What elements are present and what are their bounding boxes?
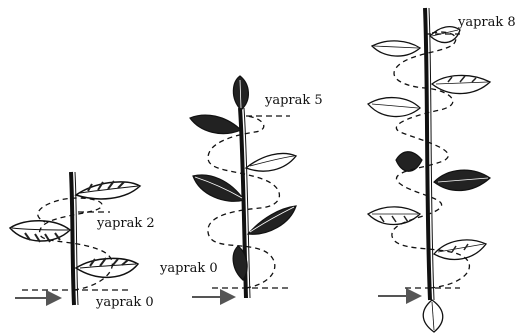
middle-plant-leaf-left-mid: [193, 175, 244, 201]
left-plant-label-bottom: yaprak 0: [95, 295, 154, 310]
middle-plant-leaf-left-upper: [190, 115, 241, 133]
left-plant-leaf-low: [76, 258, 138, 277]
middle-plant-label-bottom: yaprak 0: [159, 261, 218, 276]
middle-plant-label-top: yaprak 5: [264, 93, 323, 108]
right-plant-leaf-8: [434, 240, 486, 260]
right-plant-leaf-2: [372, 41, 420, 56]
middle-plant: yaprak 5 yaprak 0: [159, 76, 323, 298]
left-plant-stem: [71, 172, 74, 305]
right-plant-stem: [425, 8, 430, 300]
right-plant-leaf-bottom: [423, 300, 443, 332]
right-plant: yaprak 8: [368, 8, 516, 332]
middle-plant-leaf-bud: [233, 76, 248, 110]
left-plant-label-top: yaprak 2: [96, 216, 155, 231]
middle-plant-leaf-right-upper: [246, 153, 296, 171]
right-plant-leaf-4: [368, 98, 420, 117]
right-plant-label-top: yaprak 8: [457, 15, 516, 30]
right-plant-leaf-6: [434, 170, 490, 190]
right-plant-leaf-7: [368, 207, 420, 225]
left-plant-leaf-top: [76, 181, 140, 199]
right-plant-leaf-5: [396, 152, 422, 172]
left-plant: yaprak 2 yaprak 0: [10, 172, 155, 310]
middle-plant-leaf-right-mid: [248, 206, 296, 234]
